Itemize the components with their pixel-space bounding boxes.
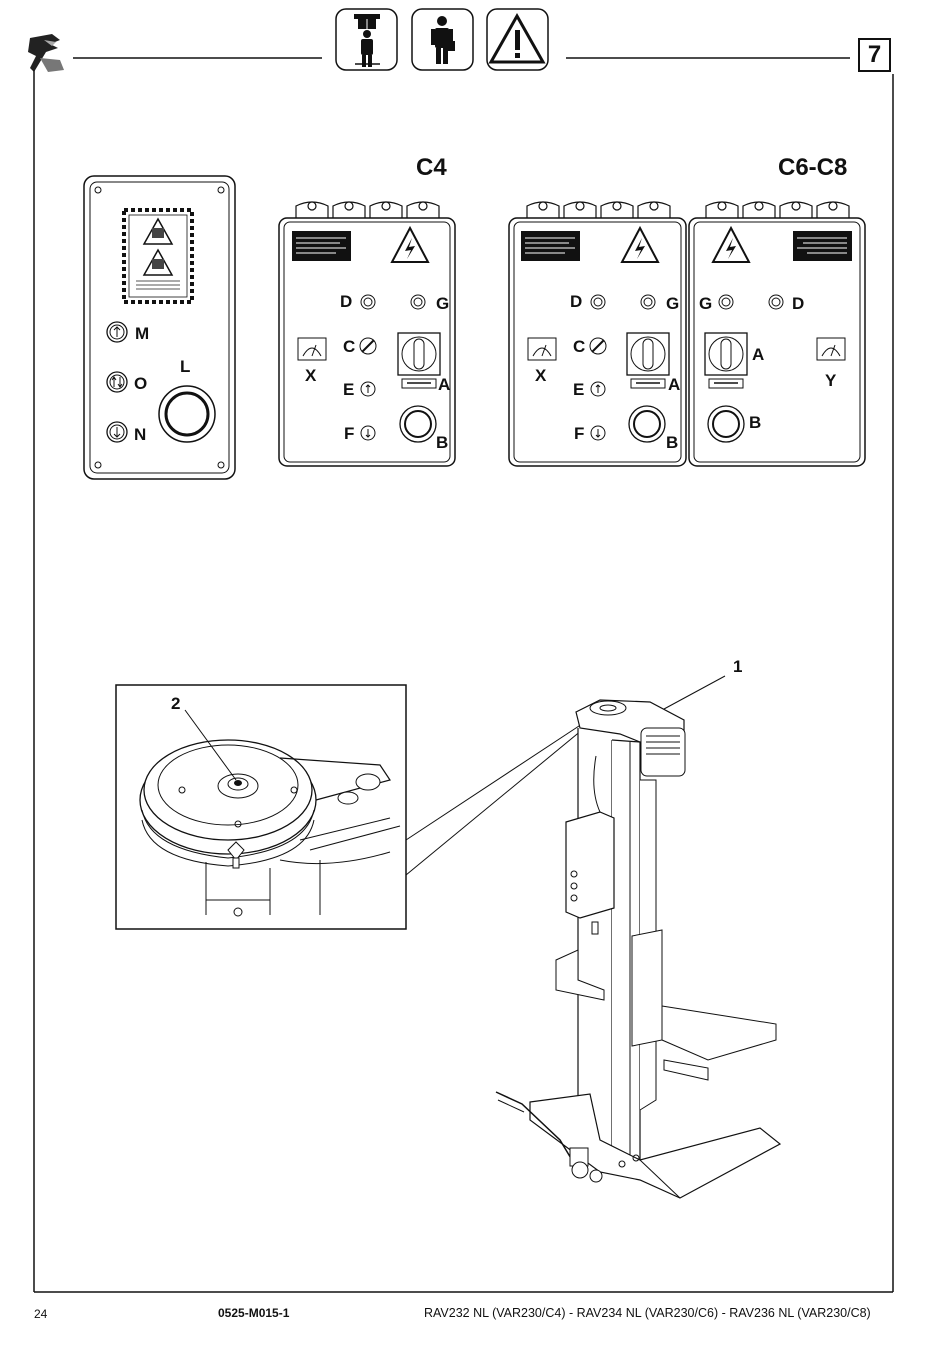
document-code: 0525-M015-1 — [218, 1306, 289, 1320]
callout-1: 1 — [733, 658, 742, 675]
model-list: RAV232 NL (VAR230/C4) - RAV234 NL (VAR23… — [424, 1306, 871, 1320]
page-number: 24 — [34, 1307, 47, 1321]
